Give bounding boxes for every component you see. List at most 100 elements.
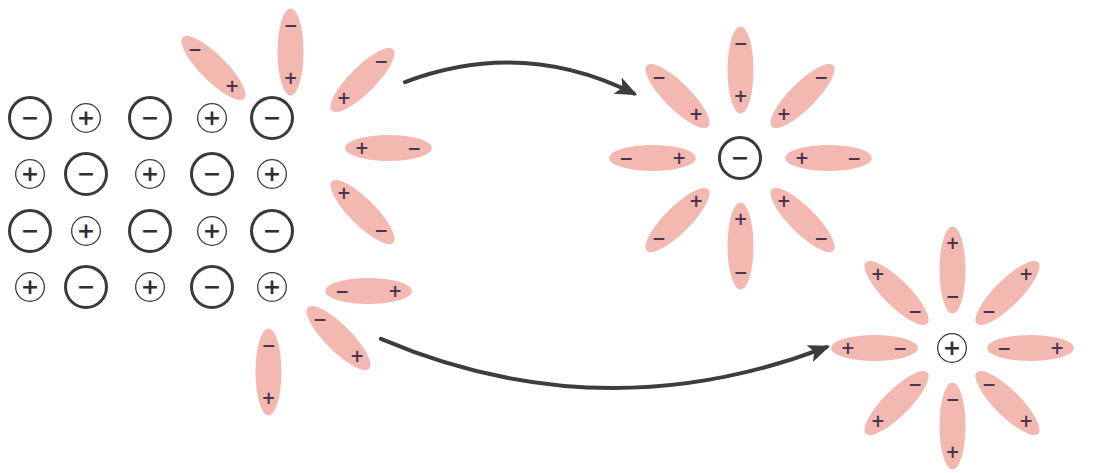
charge-sign: − [283,17,297,34]
water-dipole: −+ [762,56,842,136]
water-dipole: −+ [638,180,718,260]
charge-sign: − [187,41,201,58]
charge-sign: − [982,303,996,320]
charge-sign: − [893,340,907,357]
charge-sign: − [373,222,387,239]
charge-sign: − [141,220,159,242]
ion-circle: + [15,272,45,302]
dipole-outline [967,363,1047,443]
ion-circle: + [135,159,165,189]
charge-sign: + [387,283,401,300]
water-dipole: −+ [173,28,253,108]
dipole-outline [638,56,718,136]
ion-circle: − [190,152,234,196]
charge-sign: + [777,106,791,123]
charge-sign: + [689,193,703,210]
ion-circle: + [937,333,967,363]
water-dipole: −+ [857,253,937,333]
charge-sign: + [349,348,363,365]
charge-sign: + [795,150,809,167]
charge-sign: + [1049,340,1063,357]
water-dipole: −+ [322,172,402,252]
charge-sign: − [263,107,281,129]
charge-sign: − [945,288,959,305]
charge-sign: + [945,444,959,461]
ion-circle: + [197,103,227,133]
water-dipole: −+ [322,40,402,120]
water-dipole: −+ [967,253,1047,333]
charge-sign: + [224,78,238,95]
charge-sign: − [733,264,747,281]
water-dipole: −+ [277,9,303,96]
charge-sign: + [263,163,281,185]
dipole-outline [638,180,718,260]
charge-sign: − [77,276,95,298]
charge-sign: + [203,220,221,242]
charge-sign: − [997,340,1011,357]
ion-circle: + [71,103,101,133]
charge-sign: + [77,107,95,129]
ion-circle: + [135,272,165,302]
water-dipole: −+ [987,335,1074,361]
ion-circle: − [250,209,294,253]
water-dipole: −+ [939,383,965,470]
charge-sign: + [733,211,747,228]
charge-sign: − [652,69,666,86]
charge-sign: + [141,276,159,298]
charge-sign: − [335,283,349,300]
charge-sign: + [263,276,281,298]
charge-sign: − [312,311,326,328]
charge-sign: + [336,90,350,107]
charge-sign: − [945,391,959,408]
dipole-outline [762,180,842,260]
water-dipole: −+ [345,135,432,161]
ion-circle: − [64,265,108,309]
dipole-outline [322,40,402,120]
charge-sign: − [261,337,275,354]
charge-sign: − [203,276,221,298]
ion-circle: − [718,136,762,180]
water-dipole: −+ [609,145,696,171]
water-dipole: −+ [727,27,753,114]
ion-circle: + [197,216,227,246]
ion-circle: − [64,152,108,196]
charge-sign: + [777,193,791,210]
water-dipole: −+ [967,363,1047,443]
ion-circle: − [8,209,52,253]
charge-sign: + [355,140,369,157]
water-dipole: −+ [255,329,281,416]
water-dipole: −+ [939,227,965,314]
charge-sign: − [407,140,421,157]
ion-circle: − [190,265,234,309]
charge-sign: − [847,150,861,167]
charge-sign: + [945,235,959,252]
dipole-outline [173,28,253,108]
ion-circle: − [8,96,52,140]
dipole-outline [967,253,1047,333]
charge-sign: + [841,340,855,357]
dipole-outline [857,253,937,333]
charge-sign: − [21,107,39,129]
ion-circle: + [71,216,101,246]
charge-sign: + [141,163,159,185]
charge-sign: − [733,35,747,52]
ion-circle: − [128,209,172,253]
curved-arrow [405,63,634,94]
charge-sign: + [77,220,95,242]
ion-circle: − [250,96,294,140]
charge-sign: − [263,220,281,242]
water-dipole: −+ [831,335,918,361]
charge-sign: − [814,69,828,86]
ion-circle: + [15,159,45,189]
ion-circle: − [128,96,172,140]
curved-arrow [381,339,827,388]
charge-sign: + [689,106,703,123]
water-dipole: −+ [638,56,718,136]
charge-sign: − [814,230,828,247]
charge-sign: + [733,88,747,105]
charge-sign: − [619,150,633,167]
charge-sign: + [1018,266,1032,283]
charge-sign: + [943,337,961,359]
charge-sign: − [908,376,922,393]
dipole-outline [322,172,402,252]
